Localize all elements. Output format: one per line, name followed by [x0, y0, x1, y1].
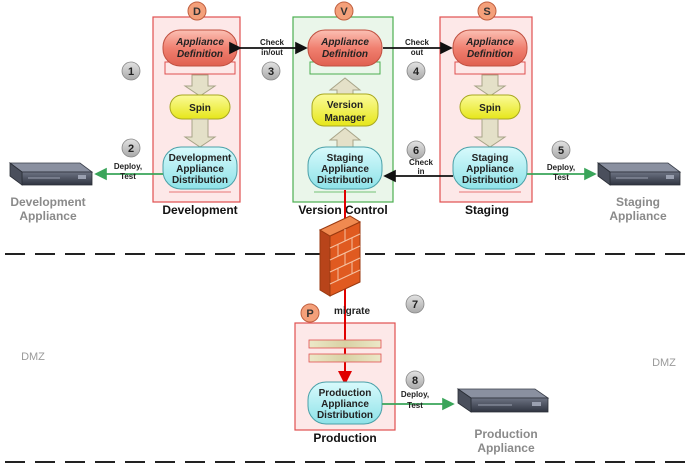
- dev-dist-line2: Appliance: [176, 164, 224, 175]
- check-in-out-line2: in/out: [261, 48, 283, 57]
- vc-dist-line3: Distribution: [317, 175, 373, 186]
- version-manager: [311, 93, 379, 127]
- dev-flow-arrow-2: [183, 118, 217, 148]
- development-badge-letter: D: [193, 6, 201, 18]
- production-appliance-line2: Appliance: [477, 441, 535, 455]
- dmz-label-left: DMZ: [21, 351, 45, 363]
- production-title: Production: [313, 431, 376, 445]
- step-4: 4: [406, 61, 426, 81]
- stg-dist-line2: Appliance: [466, 164, 514, 175]
- stg-flow-arrow-2: [473, 118, 507, 148]
- check-in-out-line1: Check: [260, 38, 285, 47]
- prod-dist-line1: Production: [319, 388, 372, 399]
- step-3-label: 3: [268, 66, 274, 78]
- dev-definition-line2: Definition: [177, 49, 223, 60]
- step-7-label: 7: [412, 299, 418, 311]
- production-appliance-line1: Production: [474, 427, 537, 441]
- step-3: 3: [261, 61, 281, 81]
- staging-appliance-line1: Staging: [616, 195, 660, 209]
- step-1-label: 1: [128, 66, 134, 78]
- dev-flow-arrow-1: [183, 74, 217, 97]
- check-in-line1: Check: [409, 158, 434, 167]
- step-1: 1: [121, 61, 141, 81]
- production-appliance-server-icon: [456, 388, 550, 413]
- staging-appliance-server-icon: [596, 162, 682, 186]
- stg-deploy-line1: Deploy,: [547, 163, 575, 172]
- development-appliance-server-icon: [8, 162, 94, 186]
- stg-definition-line1: Appliance: [465, 37, 514, 48]
- dev-appliance-distribution: [162, 146, 238, 190]
- check-out-line1: Check: [405, 38, 430, 47]
- step-6-label: 6: [413, 145, 419, 157]
- production-appliance-distribution: [307, 381, 383, 425]
- dev-deploy-line1: Deploy,: [114, 162, 142, 171]
- prod-deploy-line1: Deploy,: [401, 390, 429, 399]
- vc-dist-line1: Staging: [327, 153, 364, 164]
- stg-dist-line3: Distribution: [462, 175, 518, 186]
- stg-spin-label: Spin: [479, 103, 501, 114]
- version-control-badge-letter: V: [340, 6, 348, 18]
- version-manager-line2: Manager: [324, 113, 365, 124]
- version-control-badge: [334, 1, 354, 21]
- dev-deploy-line2: Test: [120, 172, 136, 181]
- vc-dist-line2: Appliance: [321, 164, 369, 175]
- stg-flow-arrow-1: [473, 74, 507, 97]
- check-out-line2: out: [411, 48, 424, 57]
- stg-appliance-distribution: [452, 146, 528, 190]
- production-badge-letter: P: [306, 308, 313, 320]
- production-bar-1: [308, 339, 382, 349]
- step-5: 5: [551, 140, 571, 160]
- vc-definition-line1: Appliance: [320, 37, 369, 48]
- vc-staging-distribution: [307, 146, 383, 190]
- check-in-line2: in: [417, 167, 424, 176]
- dev-appliance-definition: [162, 29, 238, 67]
- firewall-icon: [318, 215, 362, 297]
- stg-dist-line1: Staging: [472, 153, 509, 164]
- dev-spin-label: Spin: [189, 103, 211, 114]
- dev-dist-line1: Development: [169, 153, 232, 164]
- prod-dist-line3: Distribution: [317, 410, 373, 421]
- development-appliance-line2: Appliance: [19, 209, 77, 223]
- dmz-label-right: DMZ: [652, 357, 676, 369]
- version-control-title: Version Control: [298, 203, 387, 217]
- prod-dist-line2: Appliance: [321, 399, 369, 410]
- stg-appliance-definition: [452, 29, 528, 67]
- development-badge: [187, 1, 207, 21]
- development-title: Development: [162, 203, 237, 217]
- vc-definition-line2: Definition: [322, 49, 368, 60]
- dev-definition-line1: Appliance: [175, 37, 224, 48]
- step-6: 6: [406, 140, 426, 160]
- staging-badge-letter: S: [483, 6, 490, 18]
- prod-deploy-line2: Test: [407, 401, 423, 410]
- stg-deploy-line2: Test: [553, 173, 569, 182]
- development-appliance-line1: Development: [10, 195, 85, 209]
- staging-badge: [477, 1, 497, 21]
- dev-dist-line3: Distribution: [172, 175, 228, 186]
- vc-appliance-definition: [307, 29, 383, 67]
- production-bar-2: [308, 353, 382, 363]
- migrate-label: migrate: [334, 306, 371, 317]
- step-8: 8: [405, 370, 425, 390]
- staging-appliance-line2: Appliance: [609, 209, 667, 223]
- staging-title: Staging: [465, 203, 509, 217]
- production-badge: [300, 303, 320, 323]
- step-8-label: 8: [412, 375, 418, 387]
- step-4-label: 4: [413, 66, 420, 78]
- step-7: 7: [405, 294, 425, 314]
- step-2: 2: [121, 138, 141, 158]
- step-2-label: 2: [128, 143, 134, 155]
- version-manager-line1: Version: [327, 100, 363, 111]
- step-5-label: 5: [558, 145, 564, 157]
- stg-definition-line2: Definition: [467, 49, 513, 60]
